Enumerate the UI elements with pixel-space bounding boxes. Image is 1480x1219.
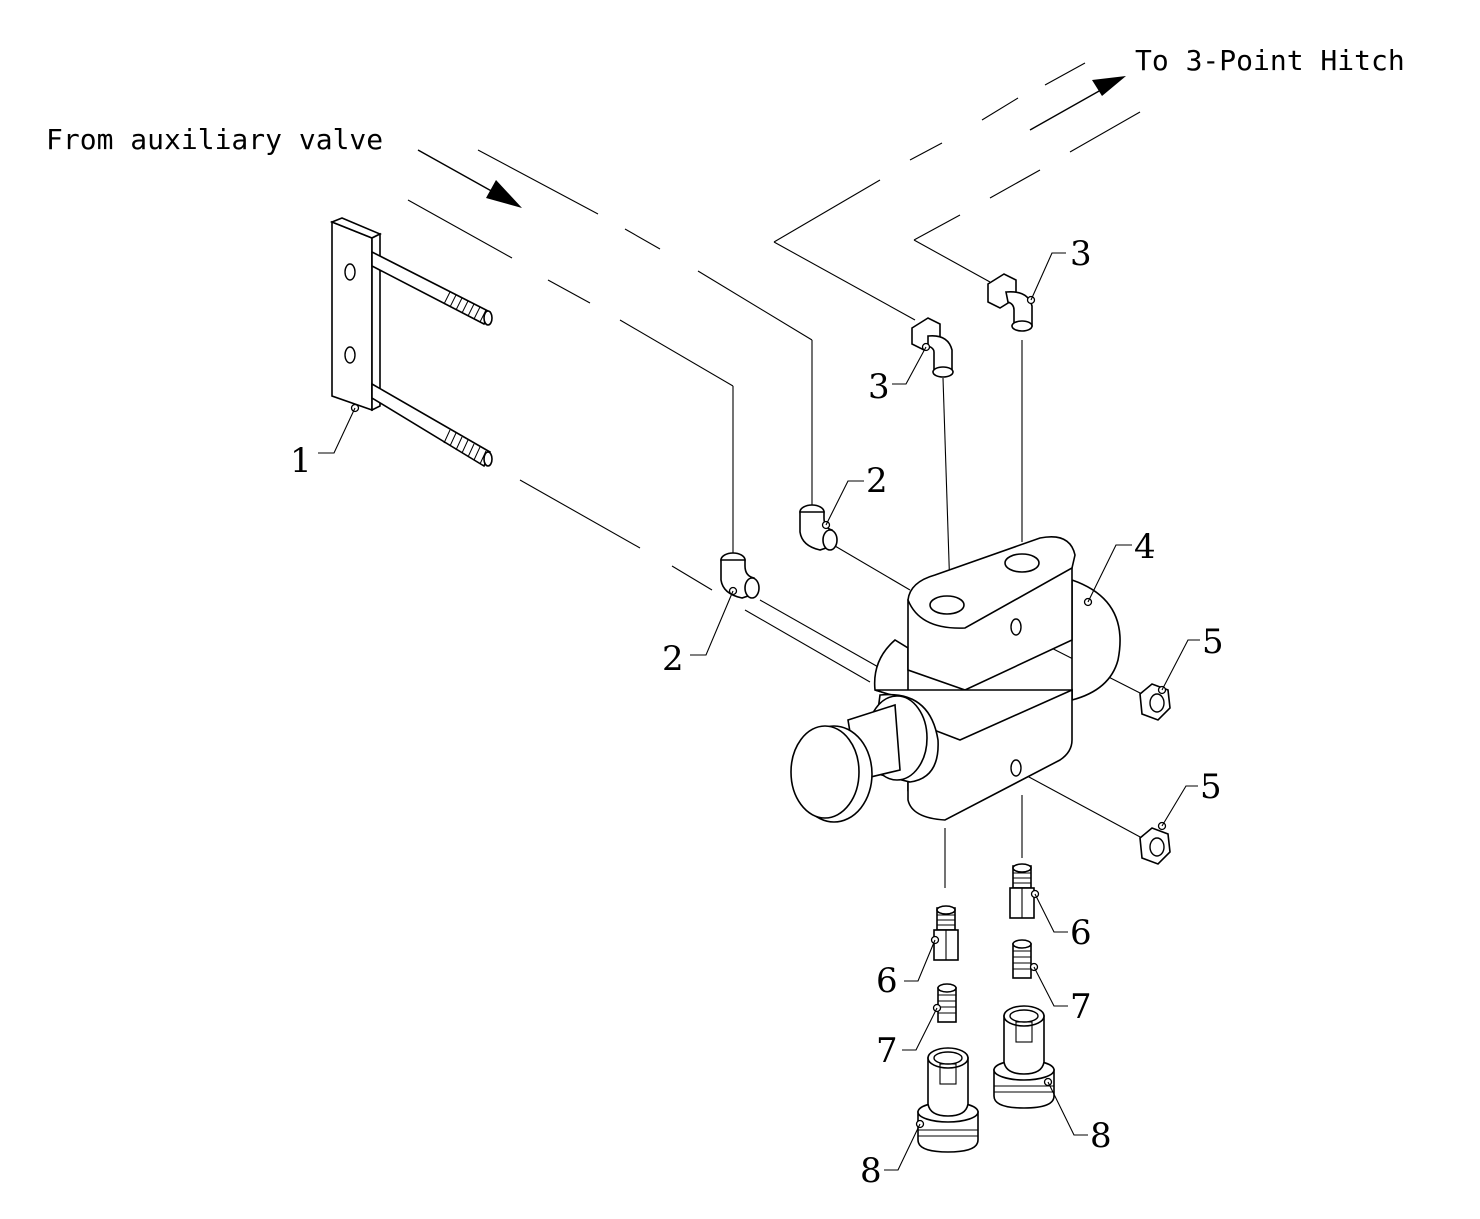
callout-4: 4 bbox=[1134, 527, 1156, 567]
callout-6-left: 6 bbox=[876, 961, 898, 1001]
upper-rod-thread bbox=[443, 291, 487, 323]
callout-6-right: 6 bbox=[1070, 913, 1092, 953]
callout-2-upper: 2 bbox=[866, 461, 888, 501]
lower-rod-thread bbox=[443, 429, 487, 465]
adapter-left bbox=[933, 905, 959, 961]
callout-7-left: 7 bbox=[876, 1031, 898, 1071]
coupler-right bbox=[993, 1005, 1055, 1109]
elbow-fitting-upper bbox=[799, 504, 838, 551]
callout-2-lower: 2 bbox=[662, 639, 684, 679]
hex-nut-lower bbox=[1139, 827, 1171, 865]
inlet-flow-arrow bbox=[417, 149, 522, 208]
swivel-elbow-right bbox=[987, 273, 1033, 332]
callout-8-right: 8 bbox=[1090, 1116, 1112, 1156]
outlet-flow-arrow bbox=[1029, 76, 1126, 131]
nipple-left bbox=[937, 983, 957, 1023]
swivel-elbow-left bbox=[911, 317, 954, 378]
inlet-label: From auxiliary valve bbox=[46, 123, 383, 156]
nipple-right bbox=[1012, 939, 1032, 979]
outlet-label: To 3-Point Hitch bbox=[1135, 44, 1405, 77]
callout-5-lower: 5 bbox=[1200, 767, 1222, 807]
adapter-right bbox=[1009, 863, 1035, 919]
callout-leaders bbox=[318, 252, 1200, 1171]
coupler-left bbox=[917, 1047, 979, 1153]
callout-1: 1 bbox=[290, 441, 312, 481]
valve-body bbox=[790, 536, 1121, 823]
callout-3-left: 3 bbox=[868, 367, 890, 407]
u-bolt-bracket bbox=[329, 217, 493, 468]
callout-8-left: 8 bbox=[860, 1151, 882, 1191]
callout-7-right: 7 bbox=[1070, 987, 1092, 1027]
callout-5-upper: 5 bbox=[1202, 622, 1224, 662]
callout-3-right: 3 bbox=[1070, 234, 1092, 274]
elbow-fitting-lower bbox=[720, 552, 760, 599]
